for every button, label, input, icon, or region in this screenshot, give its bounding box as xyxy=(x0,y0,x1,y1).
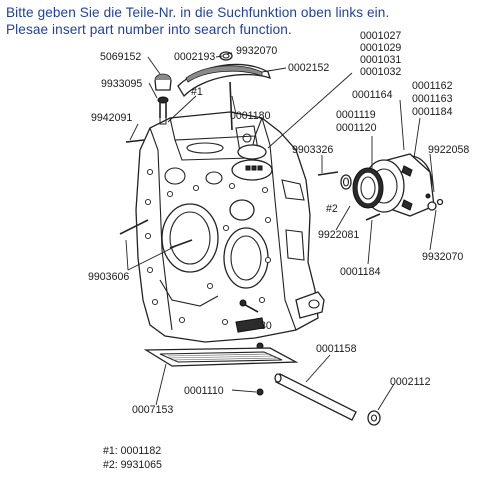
part-label[interactable]: 9942091 xyxy=(91,112,133,124)
stud-9903606-a xyxy=(119,219,149,235)
part-label[interactable]: 0001031 xyxy=(360,54,402,66)
part-label[interactable]: 0001184 xyxy=(412,106,453,118)
instruction-german: Bitte geben Sie die Teile-Nr. in die Suc… xyxy=(6,5,390,20)
part-label[interactable]: 0001158 xyxy=(316,343,357,355)
part-label[interactable]: 0001162 xyxy=(412,80,453,92)
part-label[interactable]: 9932070 xyxy=(236,45,278,57)
top-cover xyxy=(177,63,272,131)
part-label[interactable]: 0001180 xyxy=(230,110,271,122)
footnote-1: #1: 0001182 xyxy=(103,445,162,457)
gearbox-housing xyxy=(135,111,325,350)
part-label[interactable]: 0002193 xyxy=(174,51,216,63)
part-label[interactable]: 9903606 xyxy=(88,271,130,283)
stud-9903326 xyxy=(317,171,339,176)
stud-9922081 xyxy=(365,213,381,221)
part-label[interactable]: 5069152 xyxy=(100,51,142,63)
part-label[interactable]: 0001027 xyxy=(360,30,402,42)
part-label[interactable]: 0002152 xyxy=(288,62,330,74)
callout-ref-2: #2 xyxy=(326,203,338,215)
plug-0001110 xyxy=(256,388,264,396)
part-label[interactable]: 0001164 xyxy=(352,89,393,101)
part-label[interactable]: 9932070 xyxy=(422,251,464,263)
callout-ref-1: #1 xyxy=(191,86,203,98)
part-label[interactable]: 9922081 xyxy=(318,229,360,241)
washer-0002112 xyxy=(367,410,381,426)
stud-assembly xyxy=(154,73,172,125)
part-label[interactable]: 0001110 xyxy=(184,385,224,397)
part-label[interactable]: 0001120 xyxy=(336,122,377,134)
part-label[interactable]: 0001029 xyxy=(360,42,402,54)
leader-lines xyxy=(125,52,437,411)
part-label[interactable]: 0002112 xyxy=(390,376,431,388)
part-label[interactable]: 0001032 xyxy=(360,66,402,78)
part-label[interactable]: 9933095 xyxy=(101,78,143,90)
instruction-english: Plesae insert part number into search fu… xyxy=(6,22,292,37)
part-label[interactable]: 9922058 xyxy=(428,144,470,156)
bottom-cover-plate xyxy=(143,347,299,367)
part-label[interactable]: 0007153 xyxy=(132,404,174,416)
part-label[interactable]: 0001119 xyxy=(336,109,376,121)
footnote-2: #2: 9931065 xyxy=(103,459,162,471)
callout-30: 30 xyxy=(260,320,272,332)
stud-9942091 xyxy=(125,139,145,143)
part-label[interactable]: 0001184 xyxy=(340,266,381,278)
part-label[interactable]: 9903326 xyxy=(292,144,334,156)
part-label[interactable]: 0001163 xyxy=(412,93,453,105)
shaft-0001158 xyxy=(274,373,357,421)
bearing-assembly xyxy=(340,153,444,217)
